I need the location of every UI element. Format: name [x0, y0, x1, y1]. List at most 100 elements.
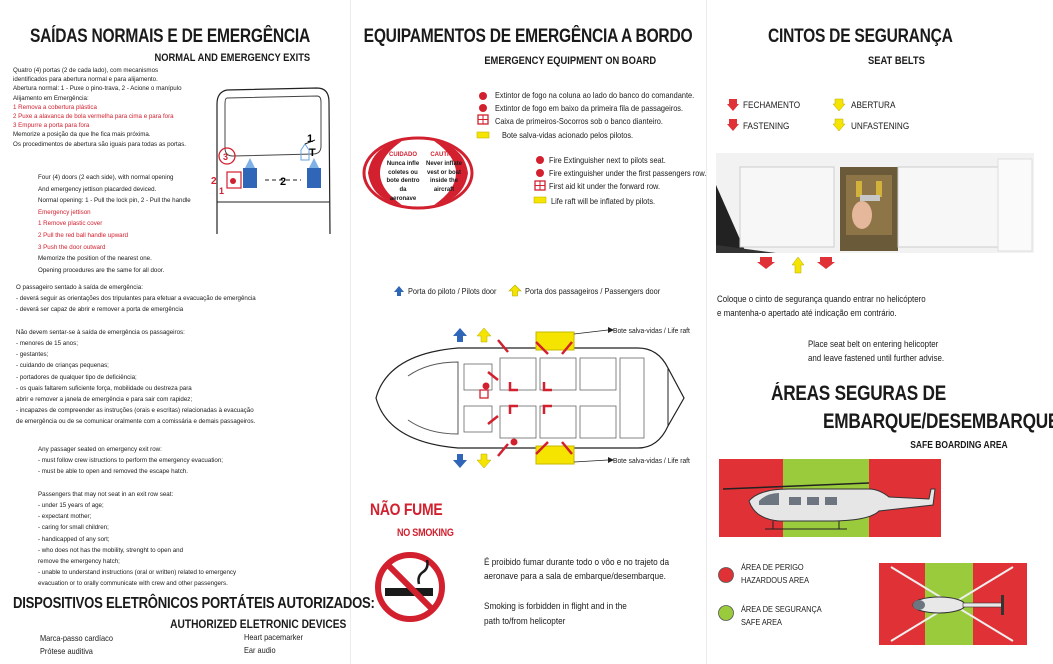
fastening-pt: FECHAMENTO: [743, 100, 801, 110]
device-en-2: Ear audio: [244, 645, 276, 655]
fastening-arrows: [727, 99, 739, 131]
caution-en: CAUTION Never inflate vest or boat insid…: [425, 152, 462, 194]
belt-pt-1: Coloque o cinto de segurança quando entr…: [717, 294, 926, 304]
exit-seat-pt-line: - deverá seguir as orientações dos tripu…: [16, 295, 256, 303]
exit-seat-en-line: - expectant mother;: [38, 513, 92, 521]
exit-seat-pt-line: - deverá ser capaz de abrir e remover a …: [16, 306, 184, 314]
fastening-arrow-icon: [727, 99, 739, 111]
exit-seat-en-line: evacuation or to orally communicate with…: [38, 580, 228, 588]
exits-en-line: Four (4) doors (2 each side), with norma…: [38, 174, 174, 181]
legend-passenger-door: Porta dos passageiros / Passengers door: [525, 286, 661, 296]
door-step-2: 2: [280, 176, 286, 188]
exit-seat-pt-line: - portadores de qualquer tipo de deficiê…: [16, 373, 137, 381]
exits-en-text: Four (4) doors (2 each side), with norma…: [38, 173, 191, 277]
exits-pt-line: Abertura normal: 1 - Puxe o pino-trava, …: [13, 85, 182, 93]
equipment-title: EQUIPAMENTOS DE EMERGÊNCIA A BORDO: [363, 26, 693, 47]
pilot-door-arrow-icon: [394, 286, 404, 296]
exit-seat-pt-line: - os quais faltarem suficiente força, mo…: [16, 384, 192, 392]
unfastening-arrow-icon: [832, 118, 846, 132]
equipment-subtitle: EMERGENCY EQUIPMENT ON BOARD: [484, 55, 656, 67]
exits-en-line: Opening procedures are the same for all …: [38, 266, 165, 274]
exits-subtitle: NORMAL AND EMERGENCY EXITS: [154, 52, 310, 64]
devices-title: DISPOSITIVOS ELETRÔNICOS PORTÁTEIS AUTOR…: [13, 595, 375, 612]
seatbelt-photo: [716, 153, 1034, 274]
exit-seat-en-line: Any passager seated on emergency exit ro…: [38, 446, 162, 453]
exit-seat-pt-line: O passageiro sentado à saída de emergênc…: [16, 284, 143, 291]
exits-pt-line: Memorize a posição da que lhe fica mais …: [13, 131, 151, 139]
exits-pt-line: identificados para abertura normal e par…: [13, 76, 158, 84]
door-step-3: 3: [223, 152, 228, 162]
equipment-icons-pt: [476, 92, 490, 139]
exit-seat-en-line: - who does not has the mobility, strengh…: [38, 546, 184, 554]
svg-text:T: T: [309, 147, 316, 159]
seatbelt-subtitle: SEAT BELTS: [868, 55, 925, 67]
exit-seat-en-line: Passengers that may not seat in an exit …: [38, 490, 174, 498]
exit-seat-en-line: - handicapped of any sort;: [38, 535, 110, 543]
devices-subtitle: AUTHORIZED ELETRONIC DEVICES: [169, 617, 346, 631]
safe-area-pt: ÁREA DE SEGURANÇA: [741, 604, 822, 614]
device-pt-2: Prótese auditiva: [40, 646, 93, 656]
exits-en-line: Emergency jettison: [38, 208, 91, 216]
life-raft-icon: [476, 131, 490, 139]
door-step-1: 1: [307, 133, 313, 145]
door-diagram: 1 T 2 3 2 1: [211, 87, 331, 235]
boarding-zones-side: [719, 459, 941, 537]
exit-seat-pt-line: - incapazes de compreender as instruções…: [16, 407, 254, 415]
no-smoking-icon: [375, 552, 445, 622]
boarding-zones-top: [879, 563, 1027, 645]
exit-seat-pt-line: [16, 317, 256, 328]
exit-seat-en-line: - under 15 years of age;: [38, 501, 104, 509]
exit-seat-pt-line: Não devem sentar-se à saída de emergênci…: [16, 328, 185, 336]
exit-seat-en-line: - caring for small children;: [38, 524, 109, 532]
unfastening-arrow-icon: [832, 98, 846, 112]
exits-pt-line: Quatro (4) portas (2 de cada lado), com …: [13, 67, 159, 74]
safe-area-dot: [718, 605, 734, 621]
safe-area-en: SAFE AREA: [741, 617, 782, 627]
smoke-pt-1: É proibido fumar durante todo o vôo e no…: [484, 557, 670, 567]
exit-seat-en-line: remove the emergency hatch;: [38, 557, 120, 565]
life-raft-label-bottom: Bote salva-vidas / Life raft: [613, 456, 690, 465]
exit-seat-pt-line: de emergência ou de se comunicar oralmen…: [16, 418, 256, 426]
exits-title: SAÍDAS NORMAIS E DE EMERGÊNCIA: [30, 26, 311, 47]
exit-seat-pt-line: - menores de 15 anos;: [16, 339, 78, 347]
exits-en-line: 2 Pull the red ball handle upward: [38, 231, 129, 239]
unfastening-arrows: [832, 98, 846, 132]
safe-areas-title-2: EMBARQUE/DESEMBARQUE: [823, 410, 1053, 433]
exit-seat-pt-line: - gestantes;: [16, 351, 49, 359]
exits-pt-line: 2 Puxe a alavanca de bola vermelha para …: [13, 112, 174, 120]
svg-text:1: 1: [219, 186, 224, 196]
device-pt-1: Marca-passo cardíaco: [40, 633, 113, 643]
belt-en-1: Place seat belt on entering helicopter: [808, 339, 939, 349]
belt-pt-2: e mantenha-o apertado até indicação em c…: [717, 308, 897, 318]
seatbelt-title: CINTOS DE SEGURANÇA: [768, 26, 953, 47]
exits-en-line: Normal opening: 1 - Pull the lock pin, 2…: [38, 197, 191, 205]
equip-pt-2: Extintor de fogo em baixo da primeira fi…: [495, 103, 684, 113]
caution-badge: [362, 136, 474, 210]
danger-area-en: HAZARDOUS AREA: [741, 575, 809, 585]
zone-legend-dots: [718, 567, 734, 621]
fire-extinguisher-icon: [479, 104, 487, 112]
exits-pt-line: 3 Empurre a porta para fora: [13, 122, 90, 130]
smoke-en-1: Smoking is forbidden in flight and in th…: [484, 601, 627, 611]
no-smoking-title: NÃO FUME: [370, 500, 443, 519]
cabin-layout-diagram: [375, 327, 685, 469]
fastening-en: FASTENING: [743, 121, 790, 131]
belt-en-2: and leave fastened until further advise.: [808, 353, 945, 363]
caution-pt: CUIDADO Nunca infle coletes ou bote dent…: [386, 152, 420, 202]
safe-areas-subtitle: SAFE BOARDING AREA: [910, 440, 1008, 451]
equip-en-1: Fire Extinguisher next to pilots seat.: [549, 155, 666, 165]
equip-pt-1: Extintor de fogo na coluna ao lado do ba…: [495, 90, 695, 100]
exits-pt-line: Alijamento em Emergência:: [13, 94, 89, 102]
exits-en-line: 1 Remove plastic cover: [38, 220, 103, 228]
exit-seat-en-line: [38, 479, 236, 490]
exits-en-line: 3 Push the door outward: [38, 243, 106, 251]
safe-areas-title-1: ÁREAS SEGURAS DE: [771, 382, 946, 405]
passenger-door-arrow-icon: [508, 284, 522, 297]
danger-area-pt: ÁREA DE PERIGO: [741, 562, 804, 572]
equipment-icons-en: [533, 156, 547, 204]
smoke-pt-2: aeronave para a sala de embarque/desemba…: [484, 571, 666, 581]
svg-text:2: 2: [211, 176, 217, 187]
equip-pt-4: Bote salva-vidas acionado pelos pilotos.: [502, 130, 634, 140]
fastening-arrow-icon: [727, 119, 739, 131]
exit-seat-pt-line: abrir e remover a janela de emergência e…: [16, 395, 193, 403]
